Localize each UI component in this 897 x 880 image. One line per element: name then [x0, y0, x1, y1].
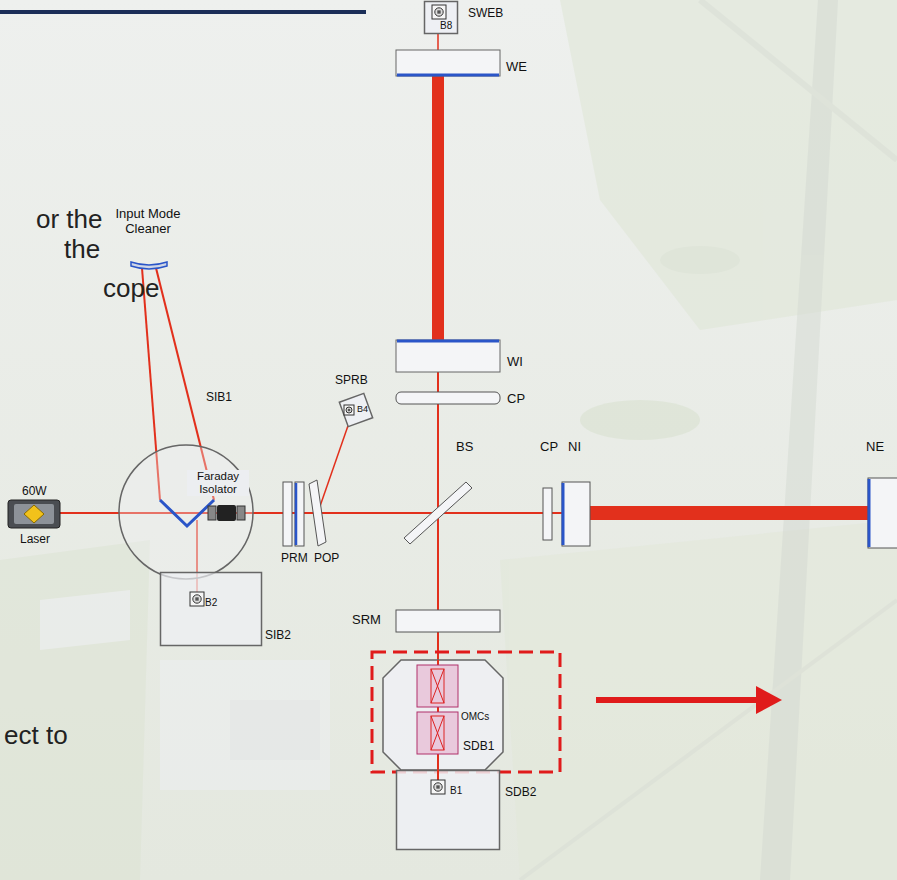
compensation-plate — [396, 392, 500, 404]
part-label: NI — [568, 440, 581, 455]
part-label: POP — [314, 552, 339, 566]
pickoff-plate — [309, 480, 326, 546]
mirror — [562, 482, 590, 546]
part-label: or the — [36, 205, 103, 235]
part-label: OMCs — [461, 711, 489, 723]
node-text: Faraday Isolator — [187, 470, 249, 496]
part-label: BS — [456, 440, 473, 455]
injection-tower: SIB1Faraday Isolator — [118, 444, 254, 580]
bench-box: SDB2 — [396, 770, 500, 850]
mirror — [396, 340, 500, 372]
laser-beams — [60, 34, 870, 772]
highlight-box — [372, 652, 560, 772]
bench-box: SIB2 — [160, 572, 262, 646]
part-label: B1 — [450, 785, 462, 797]
pickoff-bench: SPRB — [337, 392, 375, 428]
part-label: B2 — [205, 597, 217, 609]
recycling-mirror — [283, 482, 304, 546]
title-rule — [0, 10, 366, 14]
part-label: cope — [103, 274, 159, 304]
part-label: B4 — [357, 404, 368, 414]
part-label: ect to — [4, 721, 68, 751]
part-label: the — [64, 235, 100, 265]
part-label: CP — [540, 440, 558, 455]
mirror — [396, 50, 500, 76]
mirror — [396, 610, 500, 632]
node-label: SDB2 — [505, 786, 536, 800]
node-label: SIB2 — [265, 629, 291, 643]
laser-symbol — [8, 500, 60, 528]
part-label: B8 — [440, 20, 452, 32]
part-label: NE — [866, 440, 884, 455]
node-label: SWEB — [468, 7, 503, 21]
part-label: PRM — [281, 552, 308, 566]
mode-cleaner-mirror — [131, 262, 167, 269]
mirror — [868, 478, 897, 548]
aerial-photo-arm — [520, 0, 897, 880]
node-label: SDB1 — [463, 740, 494, 754]
node-label: SPRB — [335, 374, 368, 388]
pickoff-bench-outline — [337, 392, 375, 428]
compensation-plate — [543, 488, 552, 540]
beam-splitter — [404, 482, 472, 544]
part-label: 60W — [22, 485, 47, 499]
part-label: CP — [507, 392, 525, 407]
part-label: Input Mode Cleaner — [115, 207, 181, 237]
part-label: WI — [507, 355, 523, 370]
node-label: SIB1 — [206, 391, 232, 405]
injection-tower-outline — [118, 444, 254, 580]
part-label: Laser — [20, 533, 50, 547]
bench-box-outline — [396, 770, 500, 850]
pointer-arrow — [596, 686, 782, 714]
part-label: WE — [506, 60, 527, 75]
bench-box-outline — [160, 572, 262, 646]
part-label: SRM — [352, 613, 381, 628]
